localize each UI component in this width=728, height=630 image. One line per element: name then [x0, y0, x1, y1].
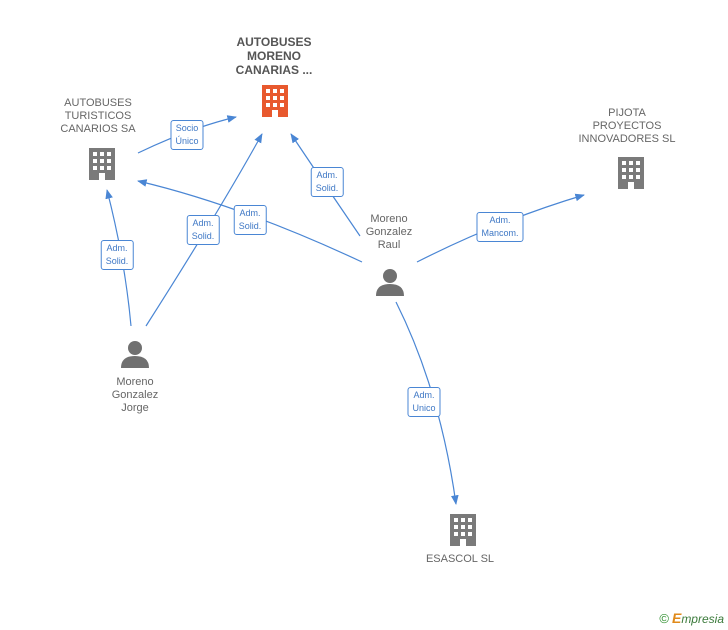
- building-icon-autobuses-moreno[interactable]: [262, 85, 288, 117]
- edge-label-raul-esascol: Adm. Unico: [407, 387, 441, 417]
- brand-initial: E: [671, 610, 682, 626]
- edge-label-socio-unico: Socio Único: [170, 120, 204, 150]
- edge-label-raul-moreno: Adm. Solid.: [310, 167, 344, 197]
- building-icon-pijota[interactable]: [618, 157, 644, 189]
- node-label-esascol[interactable]: ESASCOL SL: [425, 553, 495, 565]
- building-icon-autobuses-turisticos[interactable]: [89, 148, 115, 180]
- node-label-moreno-jorge[interactable]: Moreno Gonzalez Jorge: [111, 376, 159, 414]
- building-icon-esascol[interactable]: [450, 514, 476, 546]
- node-label-autobuses-moreno[interactable]: AUTOBUSES MORENO CANARIAS ...: [235, 35, 313, 77]
- node-label-pijota[interactable]: PIJOTA PROYECTOS INNOVADORES SL: [578, 107, 676, 145]
- edge-label-raul-pijota: Adm. Mancom.: [476, 212, 524, 242]
- copyright-symbol: ©: [659, 611, 669, 626]
- node-label-moreno-raul[interactable]: Moreno Gonzalez Raul: [365, 213, 413, 251]
- person-icon-jorge[interactable]: [121, 341, 149, 368]
- empresia-logo: ©Empresia: [659, 610, 724, 626]
- brand-name: mpresia: [681, 612, 724, 626]
- node-label-autobuses-turisticos[interactable]: AUTOBUSES TURISTICOS CANARIOS SA: [60, 97, 136, 135]
- edge-label-raul-turisticos: Adm. Solid.: [233, 205, 267, 235]
- edge-label-jorge-turisticos: Adm. Solid.: [100, 240, 134, 270]
- person-icon-raul[interactable]: [376, 269, 404, 296]
- edge-label-jorge-moreno: Adm. Solid.: [186, 215, 220, 245]
